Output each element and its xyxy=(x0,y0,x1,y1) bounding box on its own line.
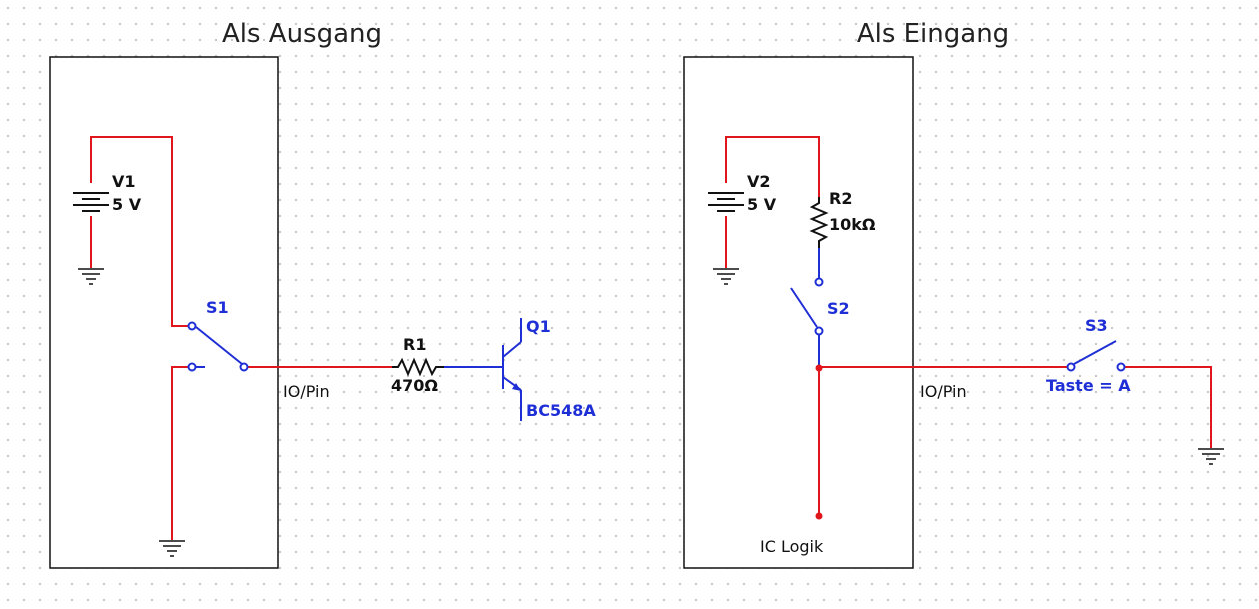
title-output: Als Ausgang xyxy=(222,19,382,49)
r2-name: R2 xyxy=(829,189,852,208)
output-frame xyxy=(49,56,279,569)
battery-v1 xyxy=(73,192,109,212)
v1-name: V1 xyxy=(112,172,136,191)
battery-v2 xyxy=(708,192,744,212)
right-wires xyxy=(725,136,1212,515)
input-frame xyxy=(683,56,914,569)
s1-name: S1 xyxy=(206,298,229,317)
ground-v2 xyxy=(713,268,739,285)
s3-name: S3 xyxy=(1085,316,1108,335)
ground-v1 xyxy=(78,268,104,285)
resistor-r1 xyxy=(392,357,444,377)
ground-s1 xyxy=(159,540,185,557)
s3-key: Taste = A xyxy=(1046,376,1131,395)
r2-value: 10kΩ xyxy=(829,215,876,234)
resistor-r2 xyxy=(809,197,829,248)
transistor-q1 xyxy=(502,318,522,421)
q1-model: BC548A xyxy=(526,401,596,420)
v1-value: 5 V xyxy=(112,195,142,214)
r1-value: 470Ω xyxy=(391,376,438,395)
ground-s3 xyxy=(1198,448,1224,465)
switch-s2 xyxy=(790,277,824,336)
switch-s1 xyxy=(187,321,249,372)
r1-name: R1 xyxy=(403,335,426,354)
junction-dot xyxy=(815,364,823,372)
v2-name: V2 xyxy=(747,172,771,191)
left-pin-label: IO/Pin xyxy=(283,382,330,401)
q1-name: Q1 xyxy=(526,317,551,336)
q1-emitter-arrow xyxy=(512,383,521,391)
left-wires xyxy=(90,136,393,540)
right-pin-label: IO/Pin xyxy=(920,382,967,401)
ic-logic-label: IC Logik xyxy=(760,537,824,556)
switch-s3 xyxy=(1066,340,1126,372)
ic-pin-dot xyxy=(815,512,823,520)
title-input: Als Eingang xyxy=(857,19,1009,49)
s2-name: S2 xyxy=(827,299,850,318)
v2-value: 5 V xyxy=(747,195,777,214)
